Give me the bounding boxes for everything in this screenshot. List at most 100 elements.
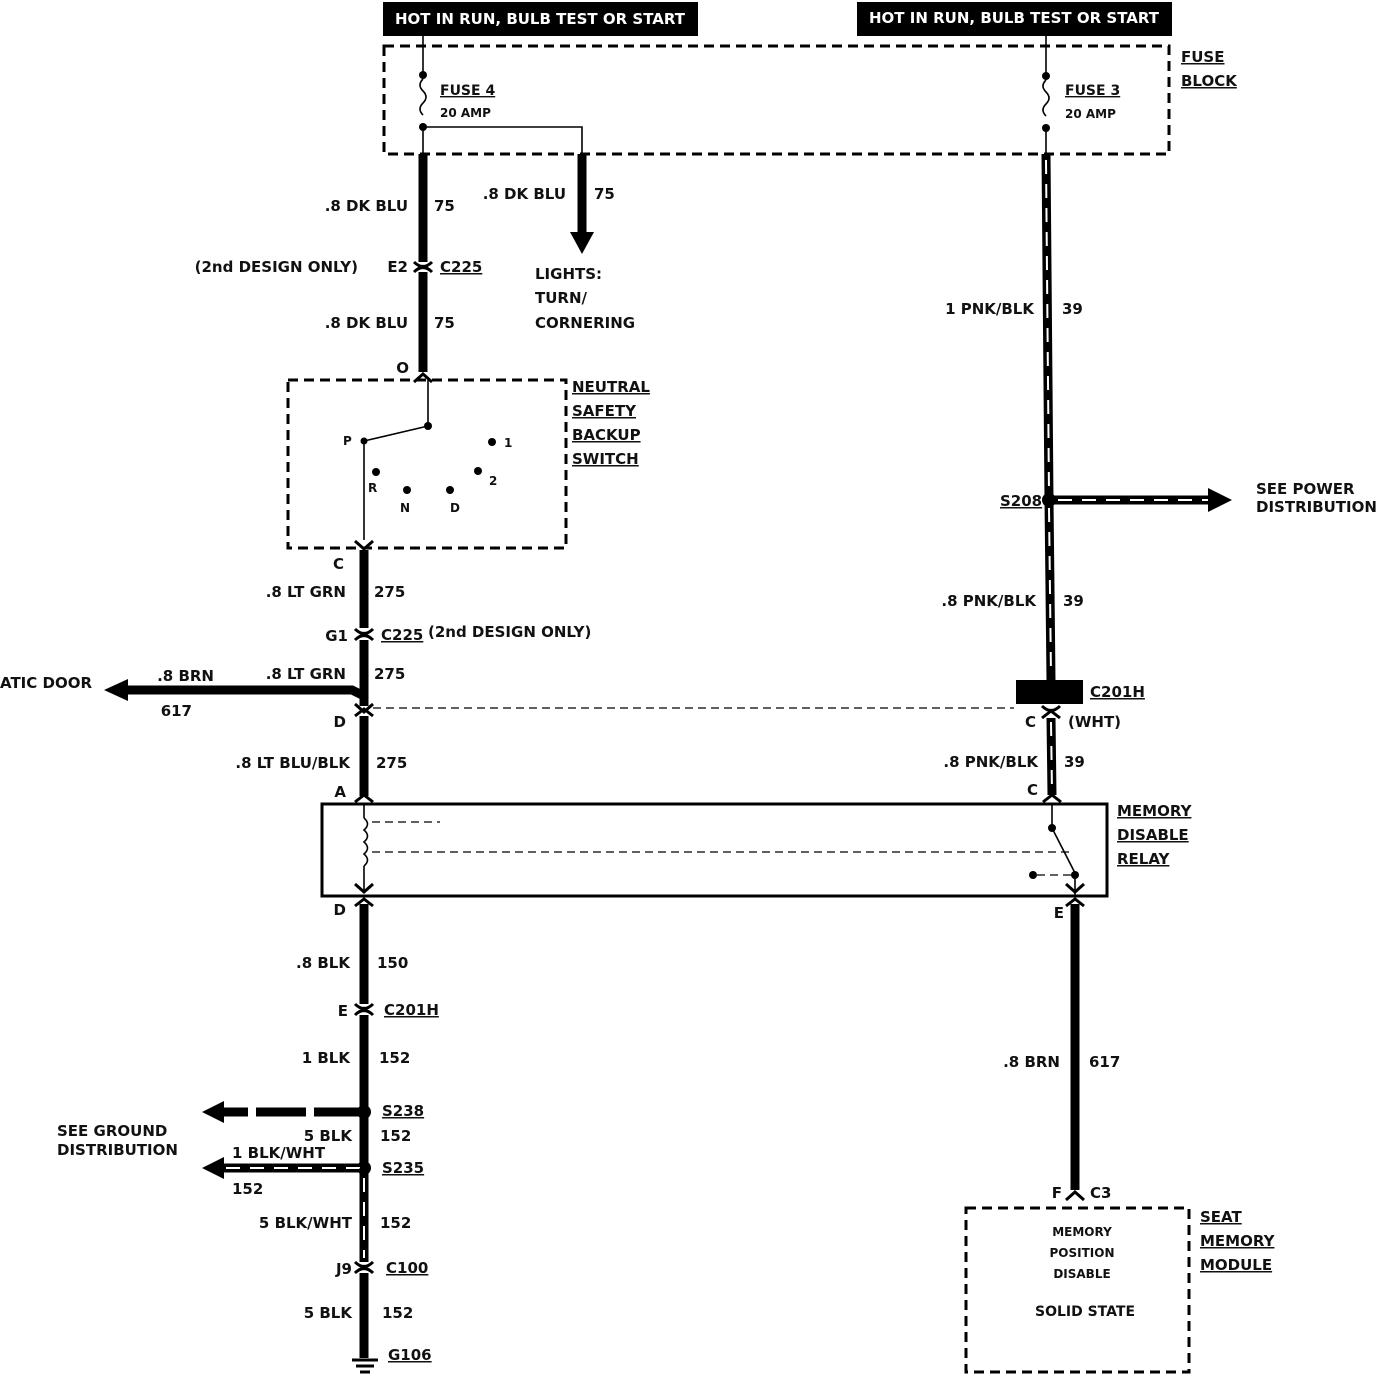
left-w3-size: .8 LT GRN: [266, 583, 346, 601]
right-w4-size: .8 BRN: [1003, 1053, 1060, 1071]
s238-label: S238: [382, 1102, 424, 1120]
module-line-2: POSITION: [1050, 1246, 1115, 1260]
left-w3-num: 275: [374, 583, 405, 601]
ground-label: G106: [388, 1346, 432, 1364]
fuse-block-title-1: FUSE: [1181, 48, 1224, 66]
c201h-name-left: C201H: [384, 1001, 439, 1019]
switch-pos-r: R: [368, 481, 377, 495]
ground-dest-2: DISTRIBUTION: [57, 1141, 178, 1159]
fuse-block-title-2: BLOCK: [1181, 72, 1238, 90]
nss-title-4: SWITCH: [572, 450, 639, 468]
left-w6-size: .8 BLK: [296, 954, 351, 972]
right-w2-num: 39: [1063, 592, 1084, 610]
left-w10-num: 152: [382, 1304, 413, 1322]
module-line-3: DISABLE: [1053, 1267, 1110, 1281]
branch-size: .8 DK BLU: [483, 185, 566, 203]
header-right: HOT IN RUN, BULB TEST OR START: [857, 2, 1172, 36]
relay-pin-c: C: [1027, 781, 1038, 799]
right-w1-num: 39: [1062, 300, 1083, 318]
module-pin: F: [1052, 1184, 1062, 1202]
left-w8-num: 152: [380, 1127, 411, 1145]
splice-s238: S238: [202, 1101, 424, 1123]
c100-pin: J9: [335, 1260, 352, 1278]
left-ground-circuit: D .8 BLK 150 E C201H 1 BLK 152 S238 5 BL…: [57, 897, 439, 1374]
module-title-2: MEMORY: [1200, 1232, 1276, 1250]
module-line-1: MEMORY: [1052, 1225, 1112, 1239]
nss-title-3: BACKUP: [572, 426, 641, 444]
left-circuit: .8 DK BLU 75 .8 DK BLU 75 LIGHTS: TURN/ …: [0, 154, 1014, 801]
s235-branch-num: 152: [232, 1180, 263, 1198]
right-w2-size: .8 PNK/BLK: [941, 592, 1037, 610]
left-w1-num: 75: [434, 197, 455, 215]
door-dest: ATIC DOOR: [0, 674, 92, 692]
s235-label: S235: [382, 1159, 424, 1177]
header-right-text: HOT IN RUN, BULB TEST OR START: [869, 9, 1160, 27]
door-size: .8 BRN: [157, 667, 214, 685]
c225b-pin: G1: [325, 627, 348, 645]
door-num: 617: [161, 702, 192, 720]
branch-dest-1: LIGHTS:: [535, 265, 602, 283]
c201h-pin-left: E: [338, 1002, 348, 1020]
ground-dest-1: SEE GROUND: [57, 1122, 167, 1140]
switch-pos-n: N: [400, 501, 410, 515]
fuse-4-name: FUSE 4: [440, 83, 495, 99]
s208-label: S208: [1000, 492, 1042, 510]
left-w5-size: .8 LT BLU/BLK: [235, 754, 351, 772]
left-w7-num: 152: [379, 1049, 410, 1067]
left-w9-num: 152: [380, 1214, 411, 1232]
splice-s208: S208 SEE POWER DISTRIBUTION: [1000, 480, 1377, 516]
fuse-3-name: FUSE 3: [1065, 83, 1120, 99]
c201h-pin-right: C: [1025, 713, 1036, 731]
left-w9-size: 5 BLK/WHT: [259, 1214, 353, 1232]
connector-c225-upper: (2nd DESIGN ONLY) E2 C225: [195, 258, 483, 276]
relay-title-2: DISABLE: [1117, 826, 1189, 844]
relay-pin-a: A: [334, 783, 346, 801]
fuse-3-rating: 20 AMP: [1065, 107, 1116, 121]
right-circuit: 1 PNK/BLK 39 S208 SEE POWER DISTRIBUTION…: [941, 153, 1377, 1374]
module-line-4: SOLID STATE: [1035, 1304, 1135, 1320]
left-w8-size: 5 BLK: [304, 1127, 354, 1145]
nss-pin-in: O: [396, 359, 409, 377]
fuse-4-rating: 20 AMP: [440, 106, 491, 120]
automatic-door-branch: .8 BRN 617 ATIC DOOR: [0, 667, 367, 720]
nss-title-2: SAFETY: [572, 402, 637, 420]
relay-title-3: RELAY: [1117, 850, 1171, 868]
switch-pos-p: P: [343, 434, 352, 448]
fuse-4: FUSE 4 20 AMP: [419, 36, 583, 160]
c100-name: C100: [386, 1259, 428, 1277]
left-w4-num: 275: [374, 665, 405, 683]
left-w10-size: 5 BLK: [304, 1304, 354, 1322]
right-w4-num: 617: [1089, 1053, 1120, 1071]
branch-dest-2: TURN/: [535, 289, 588, 307]
c225a-pin: E2: [387, 258, 408, 276]
header-left-text: HOT IN RUN, BULB TEST OR START: [395, 10, 686, 28]
right-w3-num: 39: [1064, 753, 1085, 771]
c201h-color: (WHT): [1068, 713, 1121, 731]
left-w5-num: 275: [376, 754, 407, 772]
module-conn: C3: [1090, 1184, 1111, 1202]
power-dest-2: DISTRIBUTION: [1256, 498, 1377, 516]
memory-disable-relay: MEMORY DISABLE RELAY: [320, 793, 1193, 898]
relay-title-1: MEMORY: [1117, 802, 1193, 820]
right-w1-size: 1 PNK/BLK: [945, 300, 1035, 318]
connector-c201h-right: C201H C (WHT): [1016, 680, 1145, 731]
header-left: HOT IN RUN, BULB TEST OR START: [383, 2, 698, 36]
splice-s235: S235 1 BLK/WHT 152: [202, 1144, 424, 1198]
c225b-note: (2nd DESIGN ONLY): [428, 623, 591, 641]
relay-pin-e: E: [1054, 904, 1064, 922]
switch-pos-2: 2: [489, 474, 497, 488]
module-title-3: MODULE: [1200, 1256, 1272, 1274]
fuse-block: FUSE BLOCK FUSE 4 20 AMP FUSE 3 20 AMP: [382, 36, 1238, 160]
s235-branch-size: 1 BLK/WHT: [232, 1144, 326, 1162]
power-dest-1: SEE POWER: [1256, 480, 1355, 498]
c201h-name-right: C201H: [1090, 683, 1145, 701]
ground-g106: G106: [352, 1346, 432, 1374]
branch-dest-3: CORNERING: [535, 314, 635, 332]
module-title-1: SEAT: [1200, 1208, 1242, 1226]
left-w4-size: .8 LT GRN: [266, 665, 346, 683]
nss-pin-out: C: [333, 555, 344, 573]
pin-d-upper: D: [334, 713, 346, 731]
c225b-name: C225: [381, 626, 423, 644]
c225a-note: (2nd DESIGN ONLY): [195, 258, 358, 276]
